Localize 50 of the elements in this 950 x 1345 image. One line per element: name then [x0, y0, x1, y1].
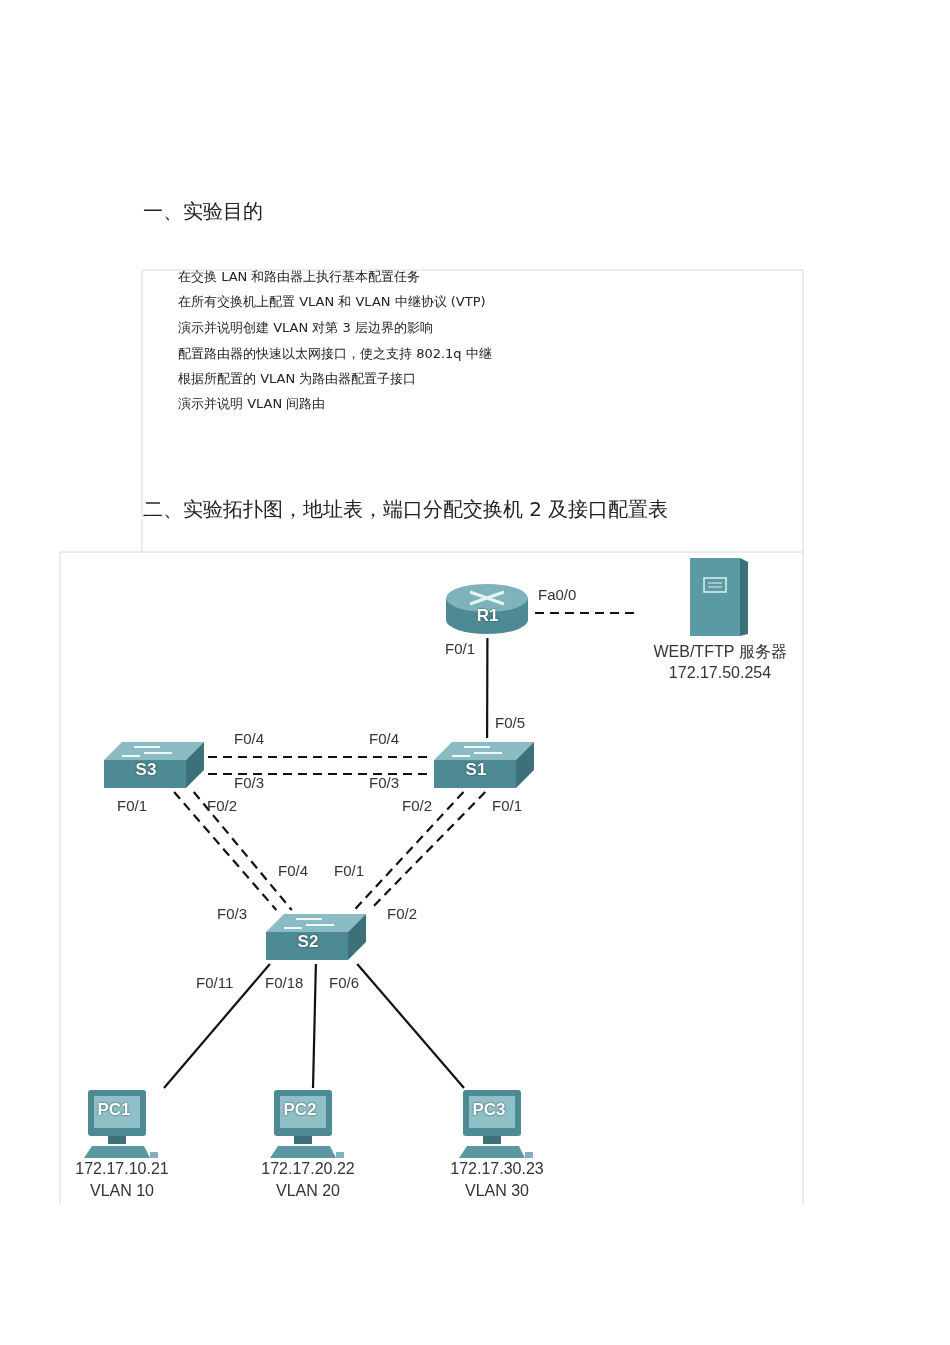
device-label: PC2 — [282, 1100, 318, 1120]
port-label: F0/18 — [265, 974, 304, 991]
list-item: 在所有交换机上配置 VLAN 和 VLAN 中继协议 (VTP) — [178, 293, 486, 311]
port-label: F0/6 — [329, 974, 359, 991]
device-label: S3 — [134, 760, 158, 780]
address-label: 172.17.50.254 — [667, 664, 773, 682]
link-line — [356, 963, 465, 1089]
list-item: 演示并说明创建 VLAN 对第 3 层边界的影响 — [178, 319, 433, 337]
dashed-link — [192, 791, 293, 911]
port-label: F0/3 — [369, 774, 399, 791]
port-label: F0/2 — [387, 905, 417, 922]
link-line — [311, 963, 317, 1089]
port-label: F0/2 — [207, 797, 237, 814]
port-label: F0/11 — [196, 974, 234, 991]
address-label: 172.17.10.21 — [74, 1160, 170, 1178]
port-label: F0/5 — [495, 714, 525, 731]
port-label: F0/1 — [445, 640, 475, 657]
port-label: F0/4 — [369, 730, 399, 747]
list-item: 在交换 LAN 和路由器上执行基本配置任务 — [178, 268, 421, 286]
list-item: 配置路由器的快速以太网接口，使之支持 802.1q 中继 — [178, 345, 492, 363]
device-label: S1 — [464, 760, 488, 780]
port-label: F0/2 — [402, 797, 432, 814]
address-label: 172.17.20.22 — [260, 1160, 356, 1178]
device-label: S2 — [296, 932, 320, 952]
dashed-link — [208, 755, 430, 759]
port-label: F0/4 — [234, 730, 264, 747]
dashed-link — [353, 791, 465, 911]
address-label: VLAN 20 — [274, 1182, 341, 1200]
address-label: VLAN 30 — [463, 1182, 530, 1200]
port-label: F0/3 — [234, 774, 264, 791]
port-label: F0/3 — [217, 905, 247, 922]
section-heading: 二、实验拓扑图，地址表，端口分配交换机 2 及接口配置表 — [143, 496, 669, 523]
address-label: VLAN 10 — [88, 1182, 155, 1200]
port-label: F0/4 — [278, 862, 308, 879]
device-label: R1 — [475, 606, 500, 626]
link-line — [486, 638, 489, 738]
port-label: F0/1 — [117, 797, 147, 814]
device-label: WEB/TFTP 服务器 — [652, 642, 788, 662]
device-label: PC1 — [96, 1100, 132, 1120]
dashed-link — [173, 791, 278, 911]
port-label: F0/1 — [334, 862, 364, 879]
port-label: Fa0/0 — [538, 586, 577, 603]
section-heading: 一、实验目的 — [143, 198, 263, 225]
list-item: 演示并说明 VLAN 间路由 — [178, 395, 326, 413]
link-line — [163, 963, 271, 1089]
dashed-link — [208, 772, 430, 776]
address-label: 172.17.30.23 — [449, 1160, 545, 1178]
list-item: 根据所配置的 VLAN 为路由器配置子接口 — [178, 370, 417, 388]
device-label: PC3 — [471, 1100, 507, 1120]
port-label: F0/1 — [492, 797, 522, 814]
